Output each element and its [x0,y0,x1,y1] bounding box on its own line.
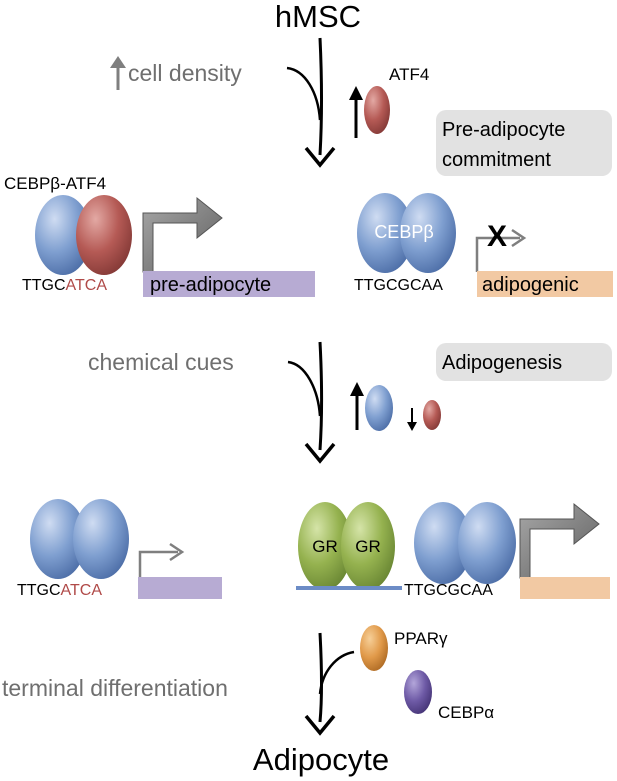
atf4-complex-protein [76,195,132,275]
right-seq-1: TTGCGCAA [354,277,443,294]
atf4-label: ATF4 [389,65,429,84]
left-seq-black-1: TTGCATCA [22,277,107,294]
stage1-input-label: cell density [128,60,242,86]
stage2-left-promoter-arrow [138,542,185,578]
cebpb-dimer-label: CEBPβ [374,222,433,242]
complex-label: CEBPβ-ATF4 [4,174,106,193]
blocked-x-mark: X [487,220,507,253]
stage1-main-arrow [286,37,336,168]
gr-protein-left [298,502,352,590]
gr-binding-site-bar [296,586,402,590]
adipogenic-gene-label: adipogenic [482,274,579,296]
title-hmsc: hMSC [275,0,361,34]
preadipocyte-promoter-arrow [142,196,223,273]
left-seq-2: TTGCATCA [17,582,102,599]
stage2-left-dimer-left [30,499,86,579]
adipogenesis-box-label: Adipogenesis [442,352,562,374]
up-arrow-icon [110,56,126,90]
cebp-alpha-protein [404,670,432,714]
gr-label-right: GR [355,537,381,556]
stage2-adipogenic-gene-bar [520,577,610,599]
cebp-alpha-label: CEBPα [438,703,494,722]
stage2-preadipocyte-gene-bar [138,577,222,599]
preadipocyte-commitment-box [436,110,612,176]
stage2-up-arrow [350,382,364,430]
gr-protein-right [341,502,395,590]
cebpb-increase-protein [365,385,393,431]
title-adipocyte: Adipocyte [253,742,389,777]
right-seq-2: TTGCGCAA [404,582,493,599]
adipogenic-promoter-arrow [475,228,527,272]
cebpb-dimer-left [357,193,413,273]
preadipocyte-gene-bar [143,271,315,297]
stage2-main-arrow [287,341,336,464]
cebpb-protein [35,195,91,275]
atf4-protein [364,86,390,134]
stage2-left-dimer-right [73,499,129,579]
commitment-box-line1: Pre-adipocyte [442,119,565,141]
stage2-right-dimer-right [458,502,516,584]
stage2-input-label: chemical cues [88,349,234,375]
adipogenic-gene-bar [477,271,613,297]
ppar-gamma-label: PPARγ [394,629,448,648]
atf4-decrease-protein [423,400,441,430]
gr-label-left: GR [312,537,338,556]
stage2-down-arrow [407,408,417,431]
adipogenesis-box [436,343,612,381]
stage3-main-arrow [304,632,355,736]
commitment-box-line2: commitment [442,149,551,171]
preadipocyte-gene-label: pre-adipocyte [150,274,271,296]
ppar-gamma-protein [360,625,388,671]
cebpb-dimer-right [400,193,456,273]
stage2-right-dimer-left [414,502,472,584]
stage2-right-promoter-arrow [519,502,600,579]
stage1-up-arrow [349,86,363,138]
stage3-input-label: terminal differentiation [2,675,228,701]
